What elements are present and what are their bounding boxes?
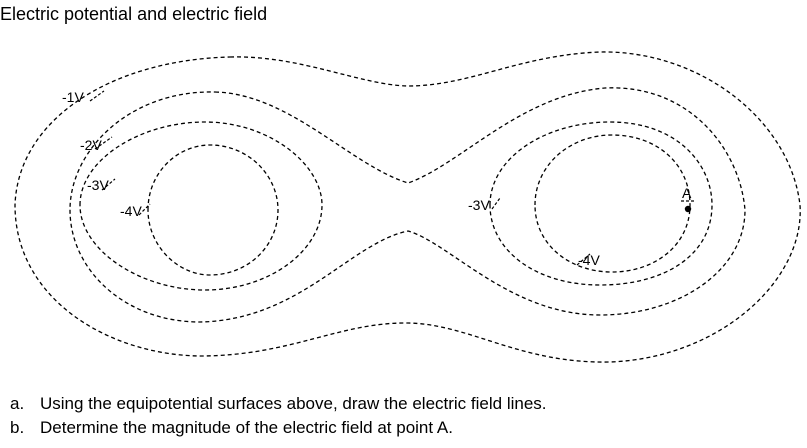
question-marker: b.: [10, 418, 25, 437]
equipotential-right-third: [489, 121, 713, 286]
label-outer-left: -1V: [62, 89, 84, 105]
equipotential-left-third: [79, 121, 323, 291]
equipotential-right-inner: [534, 134, 691, 273]
pointer-second-left: [94, 136, 113, 150]
question-item: b. Determine the magnitude of the electr…: [10, 416, 547, 440]
label-third-right: -3V: [468, 197, 490, 213]
pointer-inner-left: [138, 203, 151, 216]
point-a-marker: [684, 205, 692, 213]
label-inner-left: -4V: [120, 203, 142, 219]
question-marker: a.: [10, 394, 25, 413]
question-text: Determine the magnitude of the electric …: [40, 418, 453, 437]
pointer-outer-left: [89, 90, 105, 102]
pointer-third-left: [101, 178, 116, 191]
question-list: a. Using the equipotential surfaces abov…: [10, 392, 547, 440]
label-second-left: -2V: [80, 137, 102, 153]
label-third-left: -3V: [87, 177, 109, 193]
page-title: Electric potential and electric field: [0, 4, 268, 24]
point-a-label: A: [682, 185, 692, 201]
question-text: Using the equipotential surfaces above, …: [40, 394, 547, 413]
equipotential-diagram: -1V -2V -3V -4V -3V -4V A: [14, 51, 801, 363]
pointer-inner-right: [576, 253, 591, 266]
equipotential-second: [69, 87, 746, 323]
pointer-third-right: [491, 197, 501, 210]
question-item: a. Using the equipotential surfaces abov…: [10, 392, 547, 416]
equipotential-left-inner: [147, 144, 279, 276]
label-inner-right: -4V: [578, 252, 600, 268]
